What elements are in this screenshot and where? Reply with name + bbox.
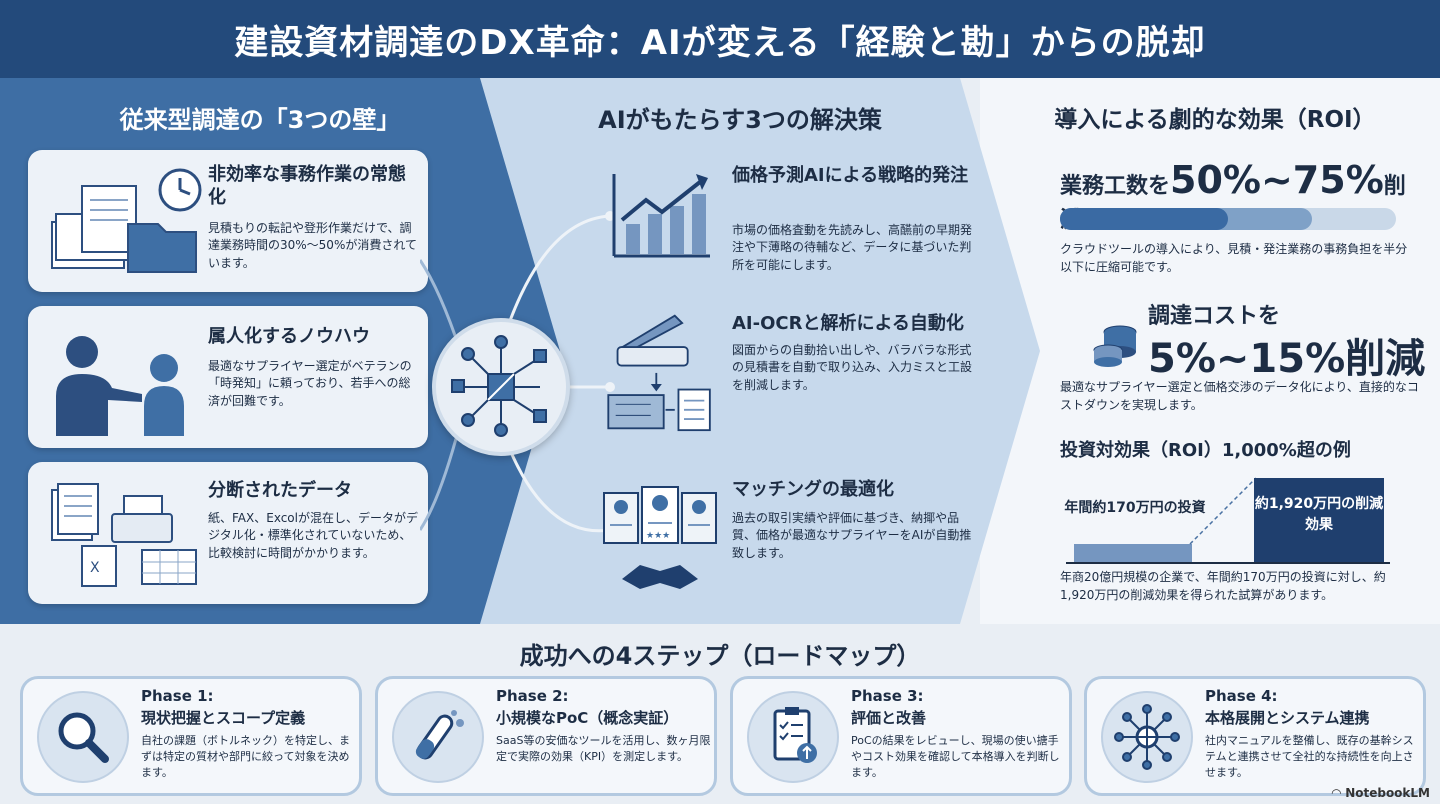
solution-2: AI-OCRと解析による自動化 図面からの自動拾い出しや、バラバラな形式の見積書… (600, 312, 980, 462)
phase-title: 本格展開とシステム連携 (1205, 709, 1370, 727)
magnifier-icon (58, 712, 109, 763)
ai-hub (432, 318, 570, 456)
people-talking-icon (56, 336, 184, 436)
solution-3: ★★★ マッチングの最適化 過去の取引実績や評価に基づき、納揶や品質、価格が最適… (600, 478, 980, 628)
phase-card-1: Phase 1: 現状把握とスコープ定義 自社の課題（ボトルネック）を特定し、ま… (20, 676, 362, 796)
rising-chart-icon (612, 174, 710, 258)
title-bar: 建設資材調達のDX革命：AIが変える「経験と勘」からの脱却 (0, 0, 1440, 78)
investment-bar (1074, 544, 1192, 562)
solution-heading: 価格予測AIによる戦略的発注 (732, 165, 969, 186)
wall-card-3: X 分断されたデータ 紙、FAX、Excolが混在し、データがデジタル化・標準化… (28, 462, 428, 604)
roi-baseline (1066, 562, 1390, 564)
investment-label: 年間約170万円の投資 (1064, 500, 1206, 516)
work-reduction-text: クラウドツールの導入により、見積・発注業務の事務負担を半分以下に圧縮可能です。 (1060, 242, 1408, 274)
phase-title: 現状把握とスコープ定義 (141, 709, 306, 727)
middle-panel-bg (480, 78, 1040, 624)
roadmap-title: 成功への4ステップ（ロードマップ） (519, 642, 921, 670)
roi-title: 導入による劇的な効果（ROI） (1054, 107, 1376, 133)
phase-text: SaaS等の安価なツールを活用し、数ヶ月限定で実際の効果（KPI）を測定します。 (496, 734, 711, 763)
solutions-title: AIがもたらす3つの解決策 (598, 106, 882, 134)
roi-example-title: 投資対効果（ROI）1,000%超の例 (1060, 440, 1351, 461)
solution-text: 図面からの自動拾い出しや、バラバラな形式の見積書を自動で取り込み、入力ミスと工設… (732, 343, 973, 392)
svg-text:X: X (90, 560, 100, 576)
solution-heading: マッチングの最適化 (732, 479, 894, 500)
wall-heading: 属人化するノウハウ (208, 326, 370, 347)
solution-1: 価格予測AIによる戦略的発注 市場の価格査動を先読みし、高醼前の早期発注や下薄略… (600, 164, 980, 314)
phase-icon-circle (392, 691, 484, 783)
phase-label: Phase 4: (1205, 687, 1278, 705)
svg-text:★★★: ★★★ (646, 531, 670, 541)
phase-icon-circle (37, 691, 129, 783)
phase-label: Phase 2: (496, 687, 569, 705)
brand-label: NotebookLM (1345, 786, 1430, 800)
wall-card-1: 非効率な事務作業の常態化 見積もりの転記や登形作業だけで、調達業務時間の30%〜… (28, 150, 428, 292)
wall-text: 見積もりの転記や登形作業だけで、調達業務時間の30%〜50%が消費されています。 (208, 221, 417, 270)
wall-card-2: 属人化するノウハウ 最適なサプライヤー選定がベテランの「時発知」に頼っており、若… (28, 306, 428, 448)
wall-heading: 分断されたデータ (208, 480, 352, 501)
work-prefix: 業務工数を (1060, 174, 1171, 199)
phase-label: Phase 1: (141, 687, 214, 705)
network-icon (451, 335, 547, 437)
phase-card-2: Phase 2: 小規模なPoC（概念実証） SaaS等の安価なツールを活用し、… (375, 676, 717, 796)
page-title: 建設資材調達のDX革命：AIが変える「経験と勘」からの脱却 (234, 22, 1206, 63)
checklist-icon (773, 707, 817, 763)
test-tube-icon (415, 710, 464, 760)
work-value: 50%~75% (1170, 158, 1384, 202)
cost-prefix: 調達コストを (1148, 304, 1281, 329)
wall-text: 紙、FAX、Excolが混在し、データがデジタル化・標準化されていないため、比較… (208, 511, 418, 560)
phase-text: 社内マニュアルを整備し、既存の基幹システムと連携させて全社的な持続性を向上させま… (1205, 734, 1414, 779)
documents-clock-icon (51, 168, 202, 273)
work-reduction-min-fill (1060, 208, 1228, 230)
cost-value: 5%~15%削減 (1148, 336, 1426, 382)
savings-bar: 約1,920万円の削減効果 (1254, 478, 1384, 562)
phase-card-3: Phase 3: 評価と改善 PoCの結果をレビューし、現場の使い搪手やコスト効… (730, 676, 1072, 796)
solution-text: 過去の取引実績や評価に基づき、納揶や品質、価格が最適なサプライヤーをAIが自動推… (732, 511, 972, 560)
phase-label: Phase 3: (851, 687, 924, 705)
phase-title: 小規模なPoC（概念実証） (496, 709, 679, 727)
brand-watermark: ◠ NotebookLM (1332, 786, 1430, 800)
profiles-handshake-icon: ★★★ (603, 486, 717, 589)
wall-text: 最適なサプライヤー選定がベテランの「時発知」に頼っており、若手への総済が回難です… (208, 359, 412, 408)
scanner-document-icon (607, 314, 711, 432)
phase-text: PoCの結果をレビューし、現場の使い搪手やコスト効果を確認して本格導入を判断しま… (851, 734, 1060, 779)
work-reduction-heading: 業務工数を50%~75%削減 (1060, 158, 1420, 234)
solution-heading: AI-OCRと解析による自動化 (732, 313, 964, 334)
notebooklm-logo-icon: ◠ (1331, 786, 1346, 800)
phase-card-4: Phase 4: 本格展開とシステム連携 社内マニュアルを整備し、既存の基幹シス… (1084, 676, 1426, 796)
solution-text: 市場の価格査動を先読みし、高醼前の早期発注や下薄略の待輔など、データに基づいた判… (732, 223, 973, 272)
phase-title: 評価と改善 (851, 709, 927, 727)
phase-icon-circle (1101, 691, 1193, 783)
walls-title: 従来型調達の「3つの壁」 (119, 106, 401, 134)
network-globe-icon (1114, 704, 1180, 770)
phase-icon-circle (747, 691, 839, 783)
phase-text: 自社の課題（ボトルネック）を特定し、まずは特定の質材や部門に絞って対象を決めます… (141, 734, 350, 779)
roi-example-text: 年商20億円規模の企業で、年間約170万円の投資に対し、約1,920万円の削減効… (1060, 570, 1386, 602)
coins-icon (1093, 325, 1137, 367)
cost-text: 最適なサプライヤー選定と価格交渉のデータ化により、直接的なコストダウンを実現しま… (1060, 380, 1419, 412)
work-reduction-bar (1060, 208, 1396, 230)
roi-dashed-line (1189, 477, 1257, 545)
wall-heading: 非効率な事務作業の常態化 (208, 164, 406, 208)
paper-fax-excel-icon: X (51, 483, 197, 587)
